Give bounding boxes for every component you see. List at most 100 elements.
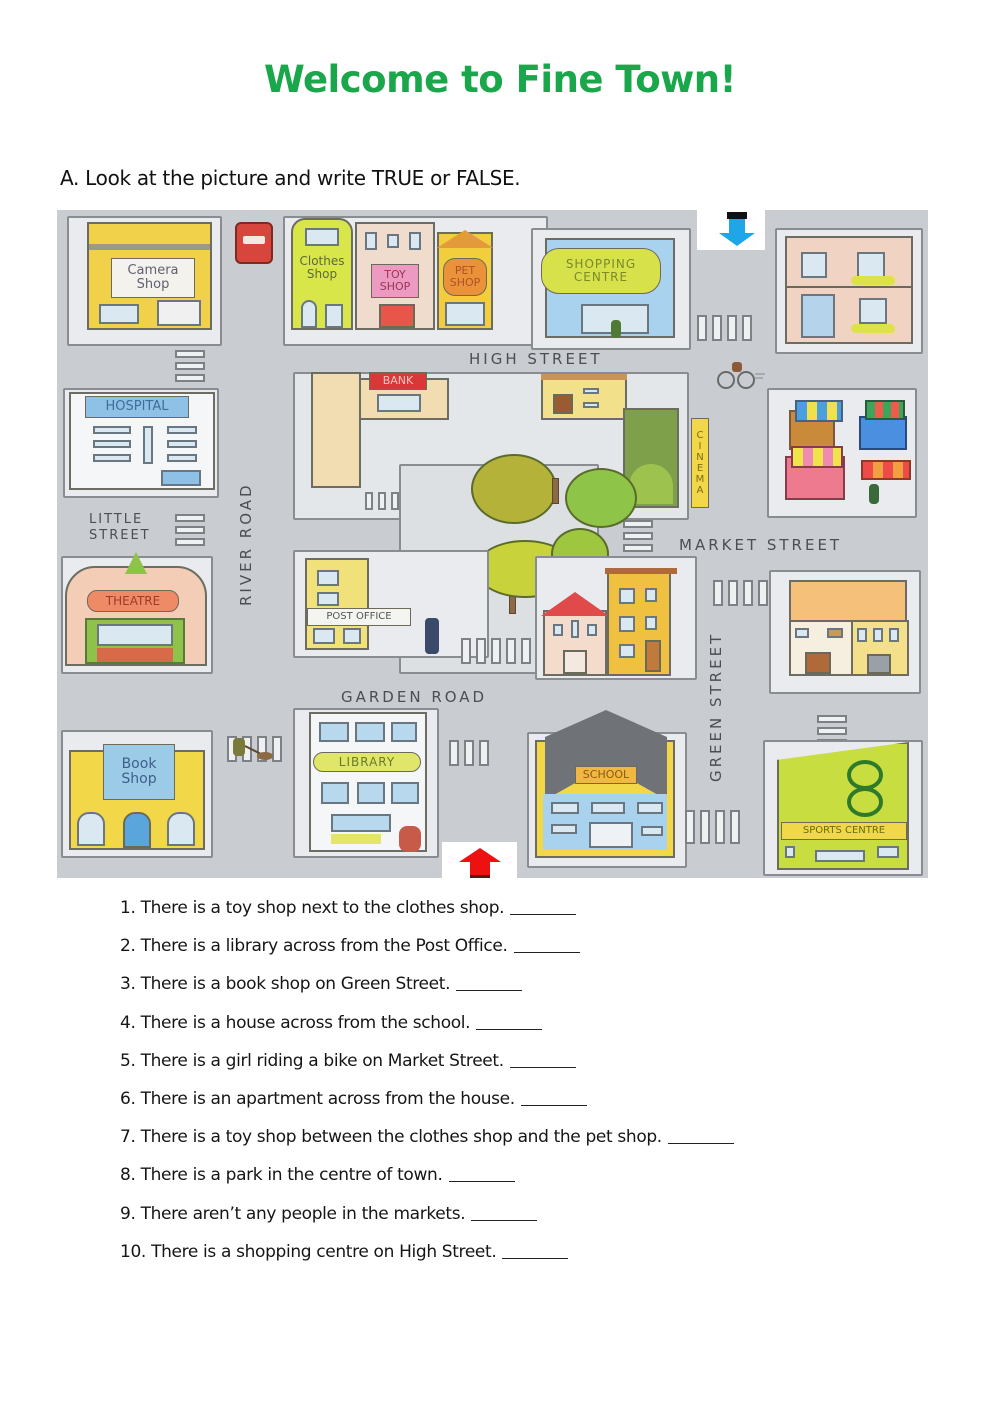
- postman-icon: [425, 618, 439, 654]
- theatre-sign: THEATRE: [87, 590, 179, 612]
- window: [317, 592, 339, 606]
- houses-block: [775, 228, 923, 354]
- answer-blank[interactable]: [520, 1089, 587, 1106]
- window: [319, 722, 349, 742]
- window: [391, 782, 419, 804]
- crosswalk: [449, 740, 489, 766]
- street-label-high-street: HIGH STREET: [469, 350, 603, 368]
- answer-blank[interactable]: [502, 1242, 569, 1259]
- person-icon: [869, 484, 879, 504]
- crosswalk: [685, 810, 740, 844]
- window: [321, 782, 349, 804]
- bank-sign: BANK: [369, 372, 427, 390]
- answer-blank[interactable]: [456, 974, 523, 992]
- door: [805, 652, 831, 674]
- post-office-sign: POST OFFICE: [307, 608, 411, 626]
- door: [801, 294, 835, 338]
- window: [357, 782, 385, 804]
- window: [167, 812, 195, 846]
- window: [391, 722, 417, 742]
- theatre-block: THEATRE: [61, 552, 213, 674]
- apartment-building: [785, 236, 913, 344]
- question-number: 8.: [120, 1165, 136, 1186]
- toy-shop-building: TOY SHOP: [355, 222, 435, 330]
- window: [571, 620, 579, 638]
- street-label-river-road: RIVER ROAD: [237, 482, 255, 606]
- sports-centre-block: SPORTS CENTRE: [763, 740, 923, 876]
- window: [93, 426, 131, 434]
- sports-centre-sign: SPORTS CENTRE: [781, 822, 907, 840]
- question-text: There is an apartment across from the ho…: [140, 1088, 516, 1109]
- cinema-sign: CINEMA: [691, 418, 709, 508]
- window: [827, 628, 843, 638]
- question-text: There is a shopping centre on High Stree…: [151, 1241, 497, 1262]
- door: [157, 300, 201, 326]
- answer-blank[interactable]: [513, 936, 580, 954]
- window: [553, 624, 563, 636]
- shopping-centre-sign: SHOPPING CENTRE: [541, 248, 661, 294]
- question-item: 10. There is a shopping centre on High S…: [120, 1242, 940, 1280]
- red-car-icon: [235, 222, 273, 264]
- question-number: 9.: [120, 1203, 136, 1224]
- wheelchair-person-icon: [399, 826, 421, 852]
- question-item: 7. There is a toy shop between the cloth…: [120, 1127, 940, 1165]
- window: [801, 252, 827, 278]
- answer-blank[interactable]: [476, 1013, 543, 1030]
- street-label-market-street: MARKET STREET: [679, 536, 843, 554]
- book-shop-building: Book Shop: [69, 744, 205, 850]
- window: [143, 426, 153, 464]
- question-item: 9. There aren’t any people in the market…: [120, 1204, 940, 1242]
- window: [785, 846, 795, 858]
- question-text: There is a girl riding a bike on Market …: [140, 1050, 505, 1071]
- question-text: There is a toy shop next to the clothes …: [140, 898, 505, 918]
- answer-blank[interactable]: [509, 1051, 576, 1068]
- window: [77, 812, 105, 846]
- shopping-centre-building: SHOPPING CENTRE: [541, 238, 675, 338]
- question-item: 6. There is an apartment across from the…: [120, 1089, 940, 1127]
- answer-blank[interactable]: [667, 1127, 734, 1145]
- bank-building-wing: [311, 372, 361, 488]
- crosswalk: [713, 580, 768, 606]
- olympic-rings-icon: [843, 760, 887, 820]
- window: [859, 298, 887, 324]
- theatre-building: THEATRE: [65, 552, 207, 666]
- window: [167, 440, 197, 448]
- entry-arrow-down-icon: [717, 210, 757, 252]
- pet-shop-sign: PET SHOP: [443, 258, 487, 296]
- page-title: Welcome to Fine Town!: [263, 58, 737, 101]
- question-number: 2.: [120, 936, 136, 957]
- answer-blank[interactable]: [448, 1165, 515, 1183]
- crosswalk: [365, 492, 399, 510]
- entrance: [815, 850, 865, 862]
- library-building: LIBRARY: [309, 712, 427, 852]
- hospital-block: HOSPITAL: [63, 388, 219, 498]
- window: [619, 588, 635, 604]
- shop-building: [851, 620, 909, 676]
- window: [551, 824, 577, 834]
- question-item: 1. There is a toy shop next to the cloth…: [120, 898, 940, 936]
- window: [551, 802, 579, 814]
- window: [583, 402, 599, 408]
- post-office-block: POST OFFICE: [293, 550, 489, 658]
- window: [331, 814, 391, 832]
- answer-blank[interactable]: [510, 898, 577, 915]
- door: [645, 640, 661, 672]
- question-item: 5. There is a girl riding a bike on Mark…: [120, 1051, 940, 1089]
- question-number: 3.: [120, 974, 136, 995]
- window: [619, 644, 635, 658]
- window: [305, 228, 339, 246]
- camera-shop-sign: Camera Shop: [111, 258, 195, 298]
- window: [795, 628, 809, 638]
- clothes-shop-building: Clothes Shop: [291, 218, 353, 330]
- door: [123, 812, 151, 848]
- question-number: 1.: [120, 898, 136, 918]
- book-shop-sign: Book Shop: [103, 744, 175, 800]
- door: [379, 304, 415, 328]
- crosswalk: [623, 520, 653, 552]
- window: [365, 232, 377, 250]
- house-building: [541, 592, 609, 676]
- question-text: There aren’t any people in the markets.: [140, 1203, 466, 1224]
- window: [387, 234, 399, 248]
- school-block: SCHOOL: [527, 710, 687, 868]
- answer-blank[interactable]: [471, 1204, 538, 1221]
